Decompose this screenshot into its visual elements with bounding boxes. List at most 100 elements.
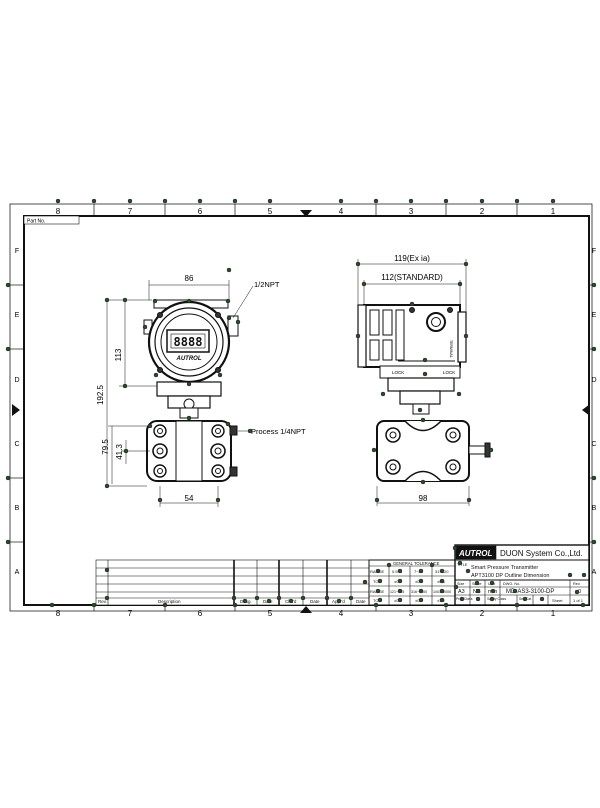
side-flange-bolt-inner (449, 431, 457, 439)
side-flange-bolt (385, 459, 401, 475)
ref-dot (91, 602, 97, 608)
side-flange-bolt (445, 427, 461, 443)
zone-top-3: 3 (409, 207, 414, 216)
ref-dot (418, 568, 424, 574)
housing-ring-3 (160, 313, 218, 371)
rev-value: 0 (578, 589, 581, 595)
dwg-label: DWG. No. (503, 582, 520, 586)
center-arrow-right (582, 404, 590, 416)
ref-dot (465, 568, 471, 574)
ref-dot (397, 588, 403, 594)
front-dimensions (106, 280, 254, 507)
zone-right-f: F (592, 248, 596, 255)
ref-dot (226, 315, 232, 321)
ref-dot (232, 602, 238, 608)
ref-dot (490, 588, 496, 594)
ref-dot (453, 584, 459, 590)
zone-bottom-4: 4 (339, 609, 344, 618)
tol-row4-c0: TOL. (373, 598, 382, 603)
zone-top-2: 2 (480, 207, 485, 216)
ref-dot (418, 588, 424, 594)
housing-ring-2 (154, 307, 224, 377)
ref-dot (539, 596, 545, 602)
ref-dot (104, 567, 110, 573)
drain-valve-bottom (229, 466, 238, 477)
ref-dot (443, 602, 449, 608)
ref-dot (377, 597, 383, 603)
zone-left-c: C (14, 441, 19, 448)
ref-dot (162, 602, 168, 608)
ref-dot (162, 198, 168, 204)
ref-dot (463, 333, 469, 339)
ref-dot (417, 407, 423, 413)
process-port-right-inner (214, 447, 222, 455)
ref-dot (409, 301, 415, 307)
zone-bottom-2: 2 (480, 609, 485, 618)
lock-label-left: LOCK (392, 370, 404, 375)
ref-dot (375, 588, 381, 594)
zone-right-d: D (591, 377, 596, 384)
conduit-label: 1/2NPT (254, 280, 280, 289)
side-neck (387, 377, 455, 392)
ref-dot (591, 346, 597, 352)
ref-dot (581, 572, 587, 578)
ref-dot (225, 421, 231, 427)
ref-dot (5, 475, 11, 481)
ref-dot (104, 595, 110, 601)
ref-dot (429, 562, 435, 568)
dwg-number: MD-AS3-3100-DP (506, 589, 554, 595)
ref-dot (422, 357, 428, 363)
side-flange-cutout-top (404, 420, 442, 432)
side-rib (369, 339, 380, 361)
flange-center (175, 420, 203, 482)
drain-valve-top (229, 425, 238, 436)
ref-dot (474, 580, 480, 586)
zone-labels-top: 8 7 6 5 4 3 2 1 (56, 207, 556, 216)
ref-dot (254, 595, 260, 601)
ref-dot (288, 598, 294, 604)
dim-width-86: 86 (185, 274, 194, 283)
dim-width-54: 54 (185, 494, 194, 503)
ref-dot (422, 371, 428, 377)
zone-bottom-1: 1 (551, 609, 556, 618)
ref-dot (420, 479, 426, 485)
ref-dot (215, 497, 221, 503)
zone-left-b: B (15, 505, 20, 512)
ref-dot (55, 198, 61, 204)
ref-dot (452, 545, 458, 551)
housing-screw (157, 312, 163, 318)
ref-dot (488, 447, 494, 453)
zone-top-7: 7 (128, 207, 133, 216)
side-flange-bolt-inner (389, 431, 397, 439)
housing-screw (157, 367, 163, 373)
ref-dot (522, 596, 528, 602)
ref-dot (466, 497, 472, 503)
zone-top-5: 5 (268, 207, 273, 216)
ref-dot (5, 282, 11, 288)
ref-dot (362, 579, 368, 585)
ref-dot (580, 602, 586, 608)
zone-right-c: C (591, 441, 596, 448)
housing-screw (215, 367, 221, 373)
ref-dot (443, 198, 449, 204)
flange-bolt (153, 464, 167, 478)
side-screw (447, 307, 453, 313)
tol-row2-c0: TOL. (373, 579, 382, 584)
dim-height-113: 113 (114, 348, 123, 361)
ref-dot (123, 448, 129, 454)
ref-dot (475, 596, 481, 602)
ref-dot (377, 578, 383, 584)
dim-119-exia: 119(Ex ia) (394, 254, 430, 263)
zone-right-b: B (592, 505, 597, 512)
side-drain-valve (468, 445, 486, 455)
ref-dot (439, 597, 445, 603)
center-arrow-bottom (300, 606, 312, 613)
ref-dot (418, 578, 424, 584)
zone-left-a: A (15, 569, 20, 576)
ref-dot (232, 198, 238, 204)
outer-frame (9, 203, 593, 612)
rev-column-header: Rev. (98, 599, 107, 604)
date-column-header-3: Date (356, 599, 366, 604)
ref-dot (479, 198, 485, 204)
lcd-digit-window (170, 333, 206, 349)
